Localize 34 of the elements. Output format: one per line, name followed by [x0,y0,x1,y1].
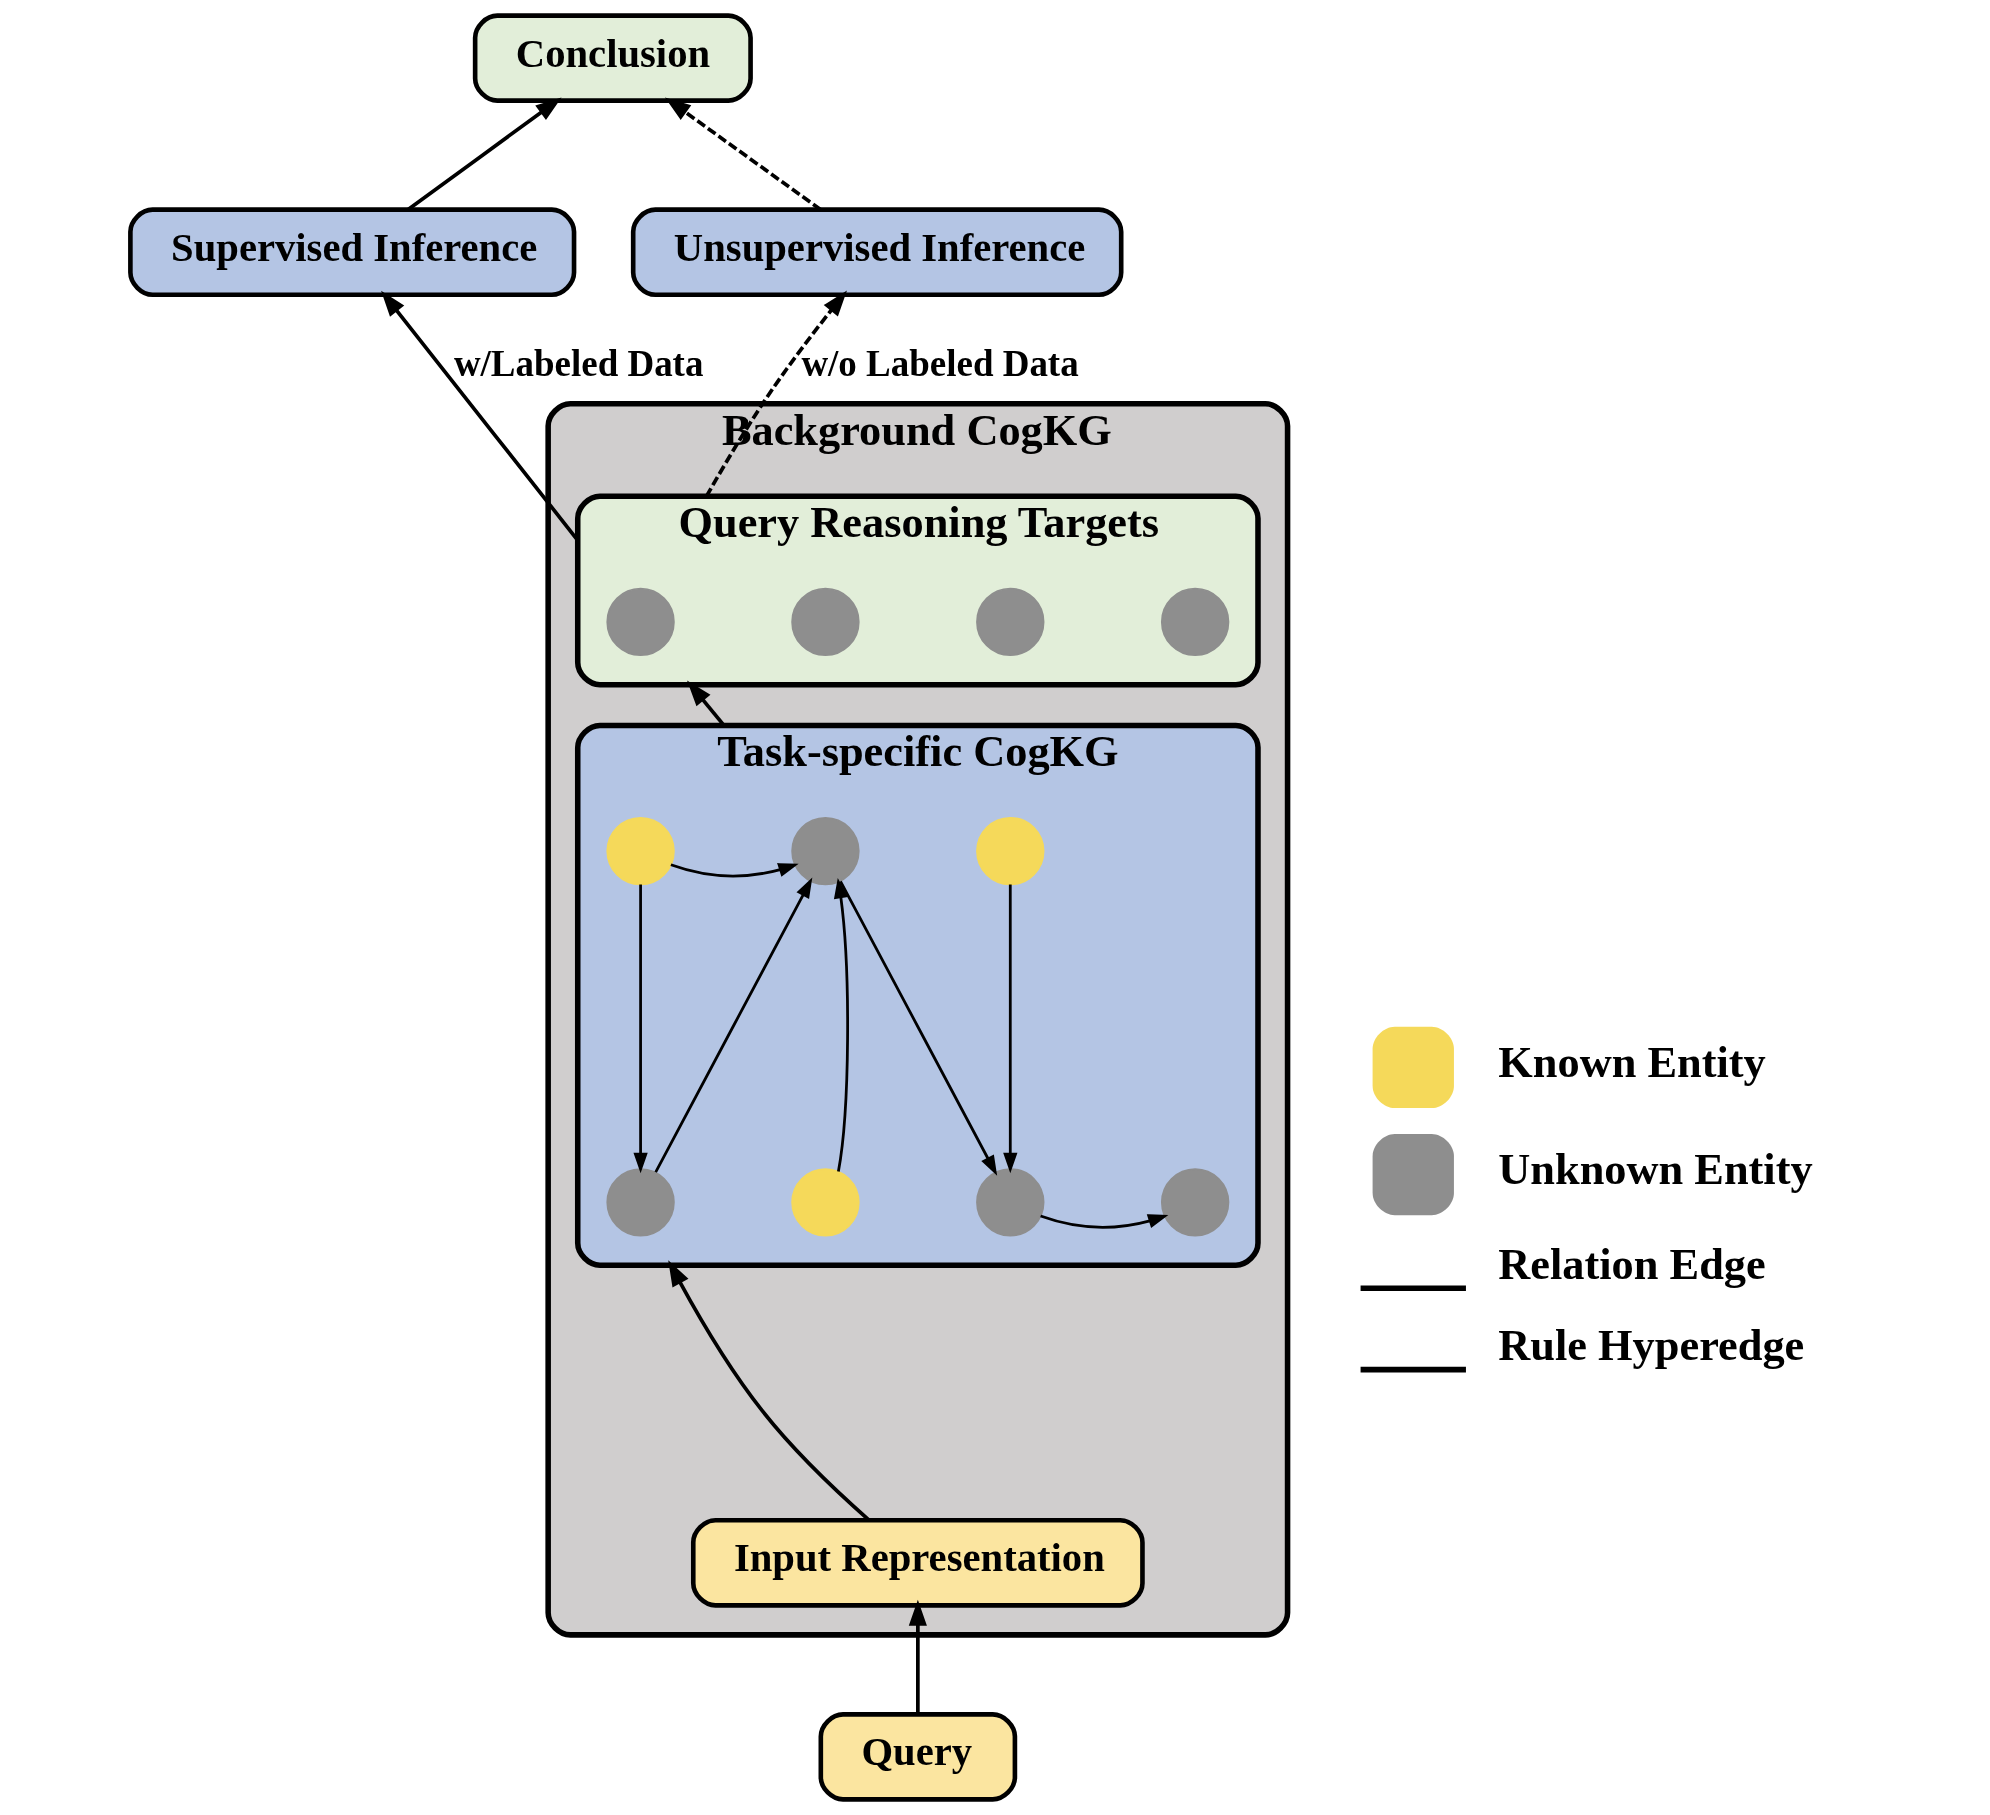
node-circle [605,816,675,886]
legend-label: Known Entity [1497,1037,1766,1088]
arrow [838,880,997,1176]
legend-label: Relation Edge [1497,1238,1766,1289]
node-circle [790,587,860,657]
node-box: Input Representation [690,1517,1145,1608]
node-circle [605,1168,675,1237]
node-circle [975,1168,1044,1237]
arrow [632,884,648,1174]
arrow [1002,884,1017,1174]
node-box: Unsupervised Inference [630,207,1123,298]
node-circle [1160,1168,1229,1237]
node-circle [790,816,860,886]
node-circle [790,1168,860,1237]
node-box: Supervised Inference [127,207,576,298]
node-circle [975,816,1044,886]
arrow [1039,1214,1168,1229]
legend-label: Unknown Entity [1497,1144,1813,1195]
edge-label: w/Labeled Data [453,343,703,385]
arrow [664,97,822,211]
node-circle [605,587,675,657]
legend-label: Rule Hyperedge [1497,1319,1804,1370]
arrow [833,878,849,1172]
arrow [669,863,799,878]
cluster: Query Reasoning Targets [574,493,1261,688]
arrow [908,1599,927,1715]
arrow [406,97,562,211]
cluster: Task-specific CogKG [574,722,1261,1268]
node-circle [1160,587,1229,657]
node-box: Query [818,1712,1017,1802]
arrow [654,877,812,1173]
edge-label: w/o Labeled Data [800,343,1079,385]
node-box: Conclusion [472,13,753,103]
node-circle [975,587,1044,657]
